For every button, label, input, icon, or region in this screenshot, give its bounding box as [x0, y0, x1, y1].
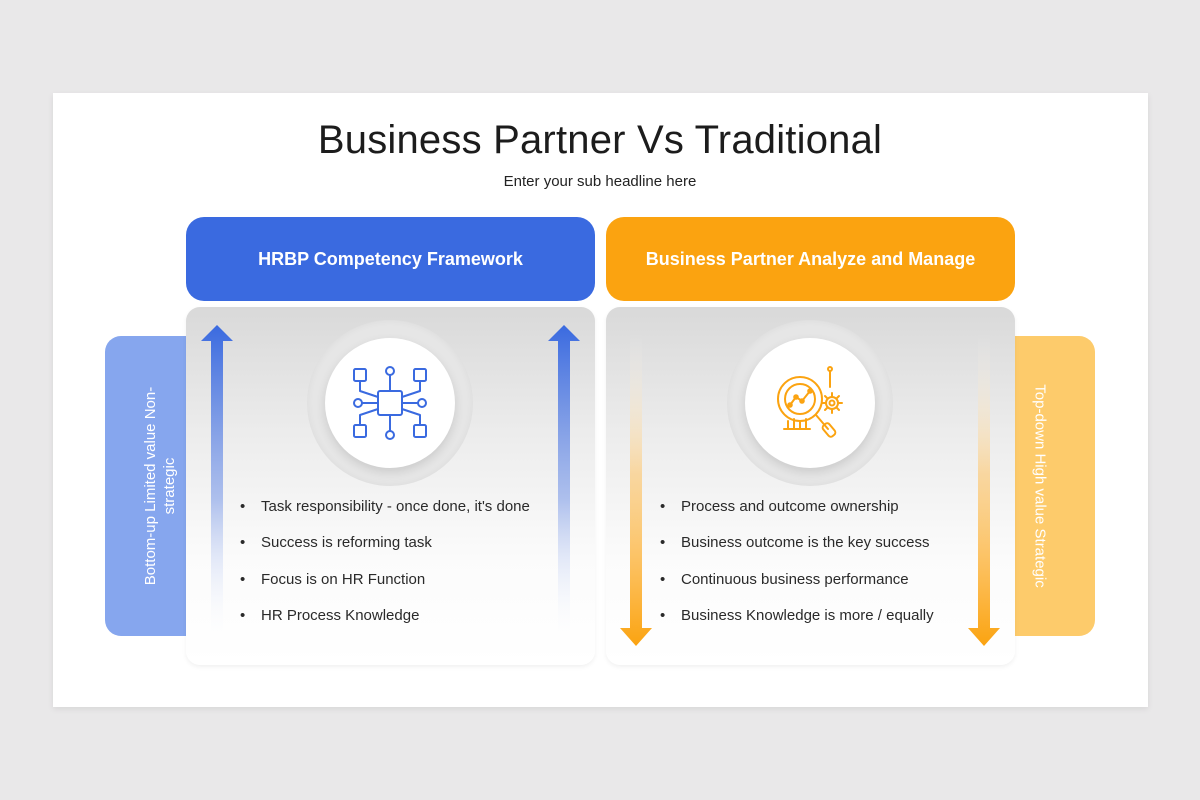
left-header: HRBP Competency Framework	[186, 217, 595, 301]
right-down-arrow-icon-2	[968, 332, 1000, 646]
right-header: Business Partner Analyze and Manage	[606, 217, 1015, 301]
list-item: Continuous business performance	[660, 570, 934, 606]
list-item: HR Process Knowledge	[240, 606, 530, 642]
list-item: Business outcome is the key success	[660, 533, 934, 569]
list-item: Business Knowledge is more / equally	[660, 606, 934, 642]
right-icon-circle	[727, 320, 893, 486]
page-subtitle: Enter your sub headline here	[503, 173, 697, 190]
left-icon-circle	[307, 320, 473, 486]
right-side-label: Top-down High value Strategic	[1031, 384, 1049, 588]
left-up-arrow-icon-2	[548, 325, 580, 641]
left-header-label: HRBP Competency Framework	[258, 248, 523, 269]
analytics-magnifier-gear-icon	[777, 366, 843, 438]
right-down-arrow-icon	[620, 332, 652, 646]
left-side-label: Bottom-up Limited value Non-strategic	[142, 386, 178, 586]
list-item: Focus is on HR Function	[240, 570, 530, 606]
right-bullet-list: Process and outcome ownership Business o…	[660, 497, 934, 642]
list-item: Task responsibility - once done, it's do…	[240, 497, 530, 533]
list-item: Process and outcome ownership	[660, 497, 934, 533]
network-chip-icon	[353, 366, 427, 440]
left-up-arrow-icon	[201, 325, 233, 641]
page-title: Business Partner Vs Traditional	[317, 118, 883, 162]
list-item: Success is reforming task	[240, 533, 530, 569]
right-header-label: Business Partner Analyze and Manage	[645, 248, 976, 269]
left-bullet-list: Task responsibility - once done, it's do…	[240, 497, 530, 642]
